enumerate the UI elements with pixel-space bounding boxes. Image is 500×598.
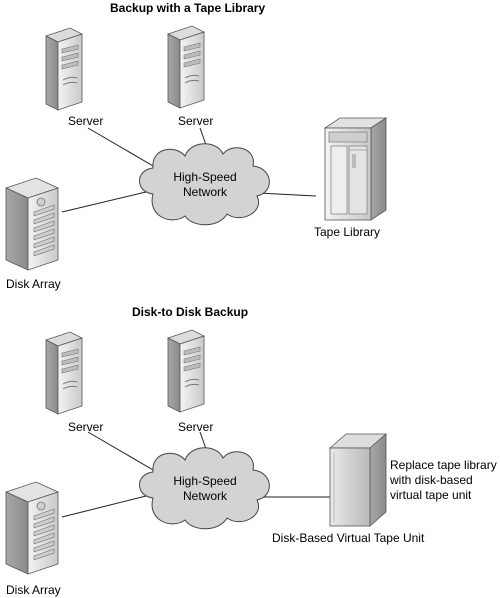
- top-cloud-line1: High-Speed: [173, 170, 237, 184]
- top-connection-lines: [61, 127, 317, 213]
- top-server-right-icon: [167, 25, 205, 109]
- bottom-disk-array-label: Disk Array: [6, 583, 61, 597]
- bottom-server-left-label: Server: [68, 420, 104, 434]
- tape-library-label: Tape Library: [314, 225, 381, 239]
- bottom-cloud-line2: Network: [182, 489, 227, 503]
- virtual-tape-unit-icon: [328, 433, 388, 527]
- note-line: with disk-based: [390, 473, 473, 487]
- top-server-left-icon: [45, 27, 83, 111]
- bottom-cloud-line1: High-Speed: [173, 474, 237, 488]
- top-server-right-label: Server: [178, 114, 214, 128]
- top-server-left-label: Server: [68, 114, 104, 128]
- tape-library-icon: [323, 117, 388, 221]
- top-cloud-label: High-Speed Network: [165, 170, 245, 200]
- top-diagram-title: Backup with a Tape Library: [110, 1, 266, 15]
- note-line: virtual tape unit: [390, 488, 472, 502]
- top-disk-array-label: Disk Array: [6, 277, 61, 291]
- note-line: Replace tape library: [390, 458, 497, 472]
- bottom-server-right-label: Server: [178, 420, 214, 434]
- virtual-tape-unit-label: Disk-Based Virtual Tape Unit: [272, 531, 425, 545]
- bottom-cloud-label: High-Speed Network: [165, 474, 245, 504]
- bottom-disk-array-icon: [5, 481, 59, 575]
- bottom-server-right-icon: [167, 329, 205, 413]
- top-disk-array-icon: [5, 177, 59, 271]
- replacement-note: Replace tape library with disk-based vir…: [390, 458, 497, 503]
- top-cloud-line2: Network: [182, 185, 227, 199]
- bottom-server-left-icon: [45, 331, 83, 415]
- bottom-diagram-title: Disk-to Disk Backup: [132, 305, 249, 319]
